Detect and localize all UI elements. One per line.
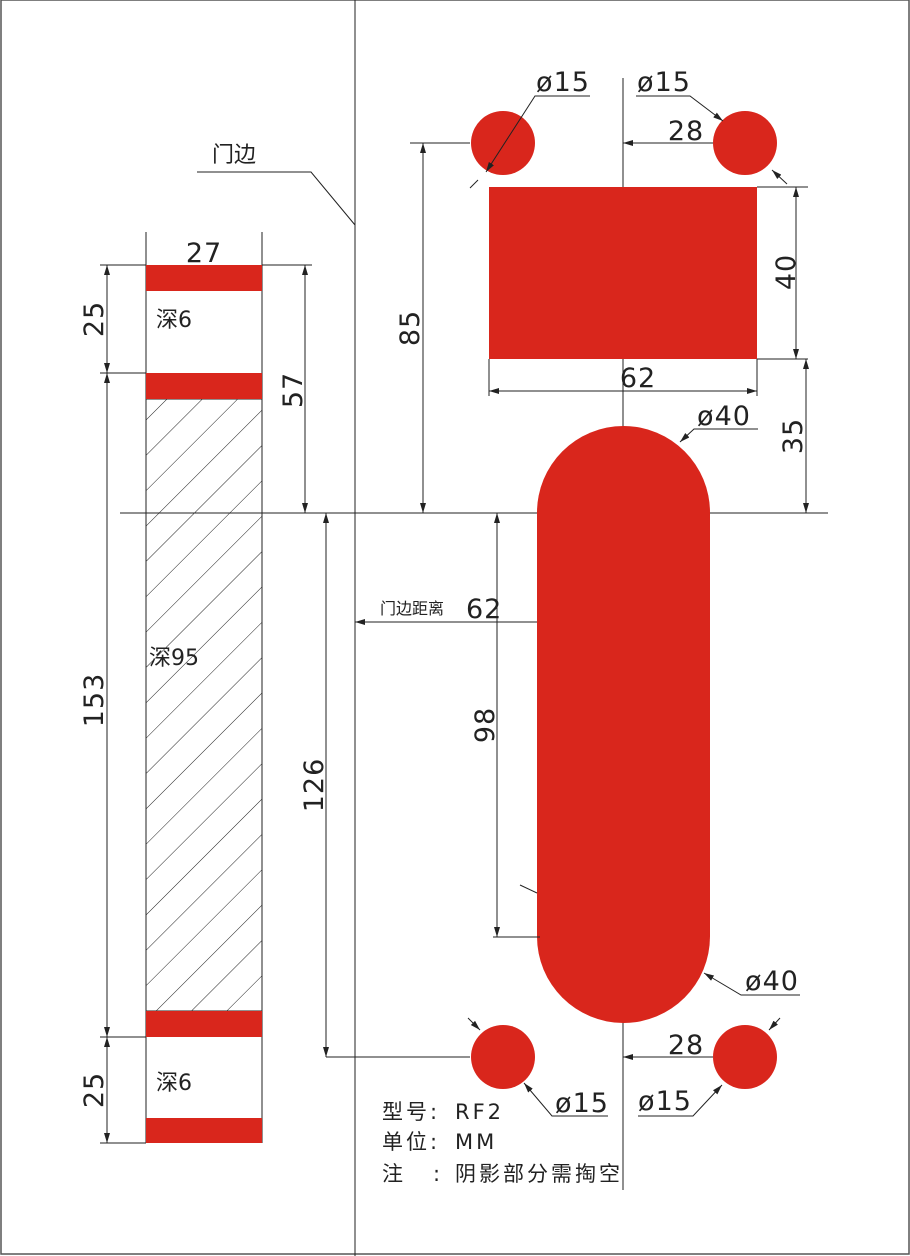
leader-line	[703, 972, 800, 996]
dim-hole-to-center: 85	[395, 310, 426, 346]
hole-dia-label: ø15	[638, 1086, 692, 1117]
dim-rect-width: 62	[620, 363, 656, 394]
slot-dia-label: ø40	[745, 966, 799, 997]
hole-dia-label: ø15	[637, 67, 691, 98]
note-label: 注	[382, 1162, 406, 1186]
rect-cutout	[489, 187, 757, 359]
depth-label-middle: 深95	[149, 646, 199, 671]
unit-label: 单位:	[382, 1130, 440, 1154]
slot-cutout	[537, 426, 710, 1023]
unit-value: MM	[455, 1130, 497, 1154]
door-distance-label: 门边距离	[380, 599, 444, 618]
red-band	[146, 1011, 262, 1037]
side-view: 27 25 57 153 25 深6 深95 深6	[79, 232, 312, 1144]
leader-line	[485, 95, 590, 173]
notes: 型号: RF2 单位: MM 注 : 阴影部分需掏空	[382, 1100, 623, 1186]
dim-hole-offset-bottom: 28	[668, 1030, 704, 1061]
slot-dia-label: ø40	[697, 401, 751, 432]
front-view: 85 40 35 62 28 28 ø15 ø15 ø40 ø40 ø15 ø1…	[355, 67, 809, 1190]
leader-line	[768, 1017, 781, 1031]
note-text: 阴影部分需掏空	[455, 1162, 623, 1186]
hole-dia-label: ø15	[555, 1088, 609, 1119]
door-edge-leader	[197, 171, 356, 226]
door-edge-label: 门边	[212, 143, 256, 168]
hole-top-left	[471, 111, 535, 175]
model-value: RF2	[455, 1100, 504, 1124]
leader-line	[467, 1017, 481, 1031]
hatched-cavity	[145, 398, 263, 1012]
dim-rect-to-center: 35	[778, 418, 809, 454]
dim-slot-length: 98	[470, 707, 501, 743]
dim-hole-offset-top: 28	[668, 116, 704, 147]
leader-line	[771, 169, 788, 185]
red-band	[146, 373, 262, 399]
door-distance-value: 62	[466, 594, 502, 625]
hole-bottom-left	[471, 1025, 535, 1089]
depth-label-top: 深6	[156, 308, 192, 333]
dim-center-span: 126	[299, 758, 330, 813]
dim-top-to-center: 57	[278, 372, 309, 408]
note-colon: :	[433, 1162, 443, 1186]
leader-line	[469, 179, 479, 189]
red-band	[146, 1118, 262, 1143]
leader-line	[519, 884, 538, 894]
leader-line	[636, 95, 724, 122]
hole-top-right	[713, 111, 777, 175]
dim-middle: 153	[79, 673, 110, 728]
depth-label-bottom: 深6	[156, 1071, 192, 1096]
dim-bottom-slot: 25	[79, 1072, 110, 1108]
leader-line	[638, 1084, 723, 1117]
leader-line	[523, 1082, 608, 1117]
model-label: 型号:	[382, 1100, 440, 1124]
red-band	[146, 265, 262, 291]
dim-top-slot: 25	[79, 301, 110, 337]
leader-line	[679, 428, 758, 443]
hole-dia-label: ø15	[536, 67, 590, 98]
hole-bottom-right	[713, 1025, 777, 1089]
dim-rect-height: 40	[771, 254, 802, 290]
dim-width: 27	[186, 238, 222, 269]
